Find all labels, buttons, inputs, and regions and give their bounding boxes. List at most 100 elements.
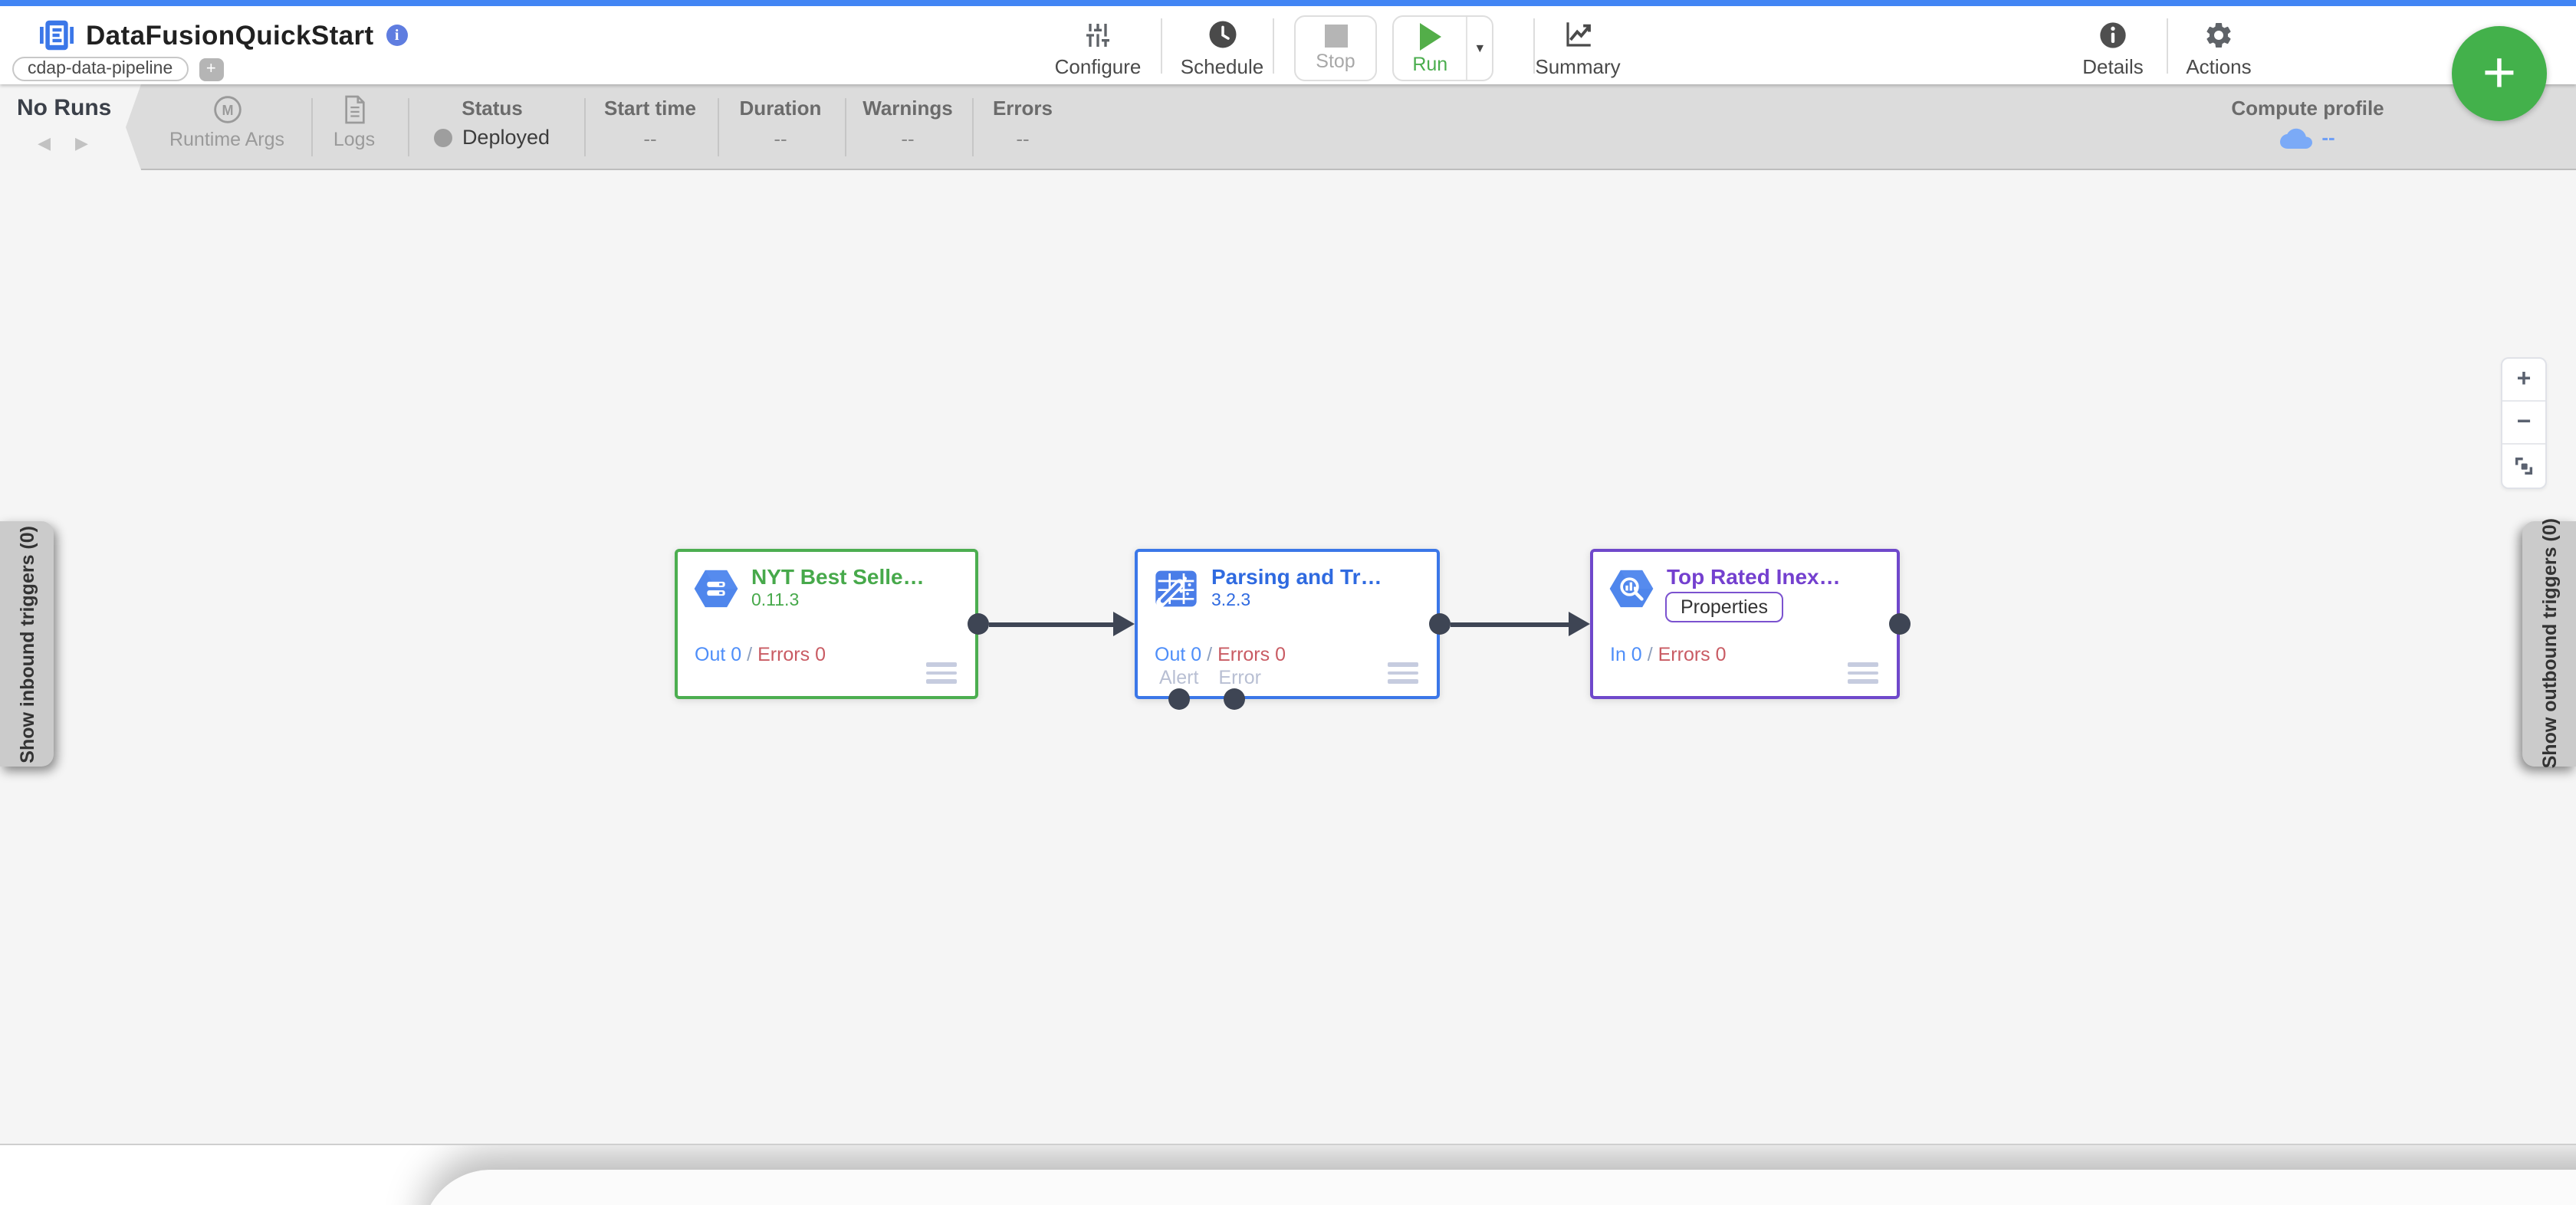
bigquery-hexagon-icon xyxy=(1608,566,1654,612)
node-menu-icon[interactable] xyxy=(926,662,957,688)
run-button[interactable]: Run xyxy=(1394,17,1467,80)
configure-sliders-icon xyxy=(1033,17,1162,51)
error-records-metric[interactable]: Errors 0 xyxy=(1217,644,1286,665)
edge-transform-to-sink xyxy=(1451,622,1569,626)
pipeline-canvas[interactable]: + − xyxy=(0,172,2576,1144)
top-accent-bar xyxy=(0,0,2576,6)
page-title: DataFusionQuickStart xyxy=(86,19,374,50)
outbound-triggers-label: Show outbound triggers (0) xyxy=(2538,518,2560,770)
details-button[interactable]: Details xyxy=(2049,17,2177,78)
statusbar-divider xyxy=(408,98,409,156)
logs-document-icon xyxy=(313,84,396,124)
compute-profile-heading: Compute profile xyxy=(2231,97,2384,120)
node-sink[interactable]: Top Rated Inex… Properties In 0 / Errors… xyxy=(1590,549,1900,699)
stop-label: Stop xyxy=(1316,51,1355,72)
node-source[interactable]: NYT Best Selle… 0.11.3 Out 0 / Errors 0 xyxy=(675,549,978,699)
cloud-icon xyxy=(2280,126,2313,148)
pipeline-tags: cdap-data-pipeline + xyxy=(12,57,224,81)
node-transform[interactable]: Parsing and Tr… 3.2.3 Out 0 / Errors 0 A… xyxy=(1135,549,1440,699)
node-version: 3.2.3 xyxy=(1211,592,1251,610)
logs-label: Logs xyxy=(333,129,376,150)
bottom-panel-edge xyxy=(0,1144,2576,1205)
fit-to-screen-button[interactable] xyxy=(2502,445,2545,488)
pipeline-title-row: DataFusionQuickStart i xyxy=(40,18,408,52)
run-options-caret[interactable]: ▼ xyxy=(1466,17,1493,80)
summary-chart-icon xyxy=(1513,17,1642,51)
error-records-metric[interactable]: Errors 0 xyxy=(1658,644,1727,665)
start-time-value: -- xyxy=(643,127,657,150)
run-label: Run xyxy=(1412,53,1448,74)
errors-block: Errors -- xyxy=(974,84,1072,170)
out-records-metric[interactable]: Out 0 xyxy=(695,644,742,665)
configure-button[interactable]: Configure xyxy=(1033,17,1162,78)
zoom-in-button[interactable]: + xyxy=(2502,359,2545,402)
bottom-drawer-shadow xyxy=(422,1170,2576,1205)
inbound-triggers-tab[interactable]: Show inbound triggers (0) xyxy=(0,521,54,767)
warnings-value: -- xyxy=(901,127,915,150)
statusbar-divider xyxy=(845,98,846,156)
compute-profile-block[interactable]: Compute profile -- xyxy=(2185,84,2430,170)
play-icon xyxy=(1419,22,1441,50)
node-menu-icon[interactable] xyxy=(1388,662,1418,688)
details-label: Details xyxy=(2082,55,2144,78)
schedule-label: Schedule xyxy=(1180,55,1264,78)
toolbar-divider xyxy=(1161,18,1162,74)
svg-text:M: M xyxy=(221,103,232,118)
toolbar-divider xyxy=(1533,18,1535,74)
toolbar-divider xyxy=(2167,18,2168,74)
runtime-args-button[interactable]: M Runtime Args xyxy=(156,84,297,170)
node-menu-icon[interactable] xyxy=(1848,662,1878,688)
statusbar-divider xyxy=(311,98,313,156)
zoom-out-button[interactable]: − xyxy=(2502,402,2545,445)
details-info-icon xyxy=(2049,17,2177,51)
status-value: Deployed xyxy=(462,126,550,149)
in-records-metric[interactable]: In 0 xyxy=(1610,644,1642,665)
edge-arrowhead-icon xyxy=(1113,612,1135,636)
outbound-triggers-tab[interactable]: Show outbound triggers (0) xyxy=(2522,518,2576,770)
error-port[interactable] xyxy=(1224,688,1245,710)
actions-label: Actions xyxy=(2186,55,2252,78)
out-records-metric[interactable]: Out 0 xyxy=(1155,644,1202,665)
logs-button[interactable]: Logs xyxy=(313,84,396,170)
runs-tab-notch xyxy=(126,84,141,170)
node-title: Parsing and Tr… xyxy=(1211,564,1382,589)
start-time-block: Start time -- xyxy=(586,84,715,170)
node-port-labels: Alert Error xyxy=(1159,667,1261,688)
caret-down-icon: ▼ xyxy=(1474,41,1487,55)
summary-button[interactable]: Summary xyxy=(1513,17,1642,78)
error-records-metric[interactable]: Errors 0 xyxy=(757,644,826,665)
inbound-triggers-label: Show inbound triggers (0) xyxy=(16,525,38,763)
pipeline-info-icon[interactable]: i xyxy=(386,25,408,46)
node-metrics: Out 0 / Errors 0 xyxy=(1155,644,1286,665)
node-properties-button[interactable]: Properties xyxy=(1665,592,1783,622)
minus-icon: − xyxy=(2516,409,2532,435)
run-button-group: Run ▼ xyxy=(1392,15,1493,81)
next-run-arrow-icon[interactable]: ▶ xyxy=(75,135,88,153)
edge-source-to-transform xyxy=(989,622,1113,626)
statusbar-divider xyxy=(972,98,974,156)
wrangler-icon xyxy=(1153,566,1199,612)
schedule-button[interactable]: Schedule xyxy=(1158,17,1286,78)
actions-button[interactable]: Actions xyxy=(2154,17,2283,78)
output-port-sink[interactable] xyxy=(1889,613,1911,635)
pipeline-type-tag: cdap-data-pipeline xyxy=(12,57,189,81)
stop-button[interactable]: Stop xyxy=(1294,15,1377,81)
toolbar-divider xyxy=(1273,18,1274,74)
errors-heading: Errors xyxy=(992,97,1053,120)
fit-to-screen-icon xyxy=(2512,454,2536,478)
runtime-args-label: Runtime Args xyxy=(169,129,285,150)
node-metrics: In 0 / Errors 0 xyxy=(1610,644,1727,665)
error-port-label: Error xyxy=(1218,667,1261,688)
output-port-transform[interactable] xyxy=(1429,613,1451,635)
previous-run-arrow-icon[interactable]: ◀ xyxy=(38,135,51,153)
alert-port[interactable] xyxy=(1168,688,1190,710)
statusbar-divider xyxy=(584,98,586,156)
duration-heading: Duration xyxy=(739,97,822,120)
run-status-bar: No Runs ◀ ▶ M Runtime Args xyxy=(0,84,2576,170)
add-plugin-fab-button[interactable]: + xyxy=(2452,26,2547,121)
stop-icon xyxy=(1324,25,1347,48)
output-port-source[interactable] xyxy=(968,613,989,635)
node-metrics: Out 0 / Errors 0 xyxy=(695,644,826,665)
add-tag-button[interactable]: + xyxy=(199,57,224,80)
